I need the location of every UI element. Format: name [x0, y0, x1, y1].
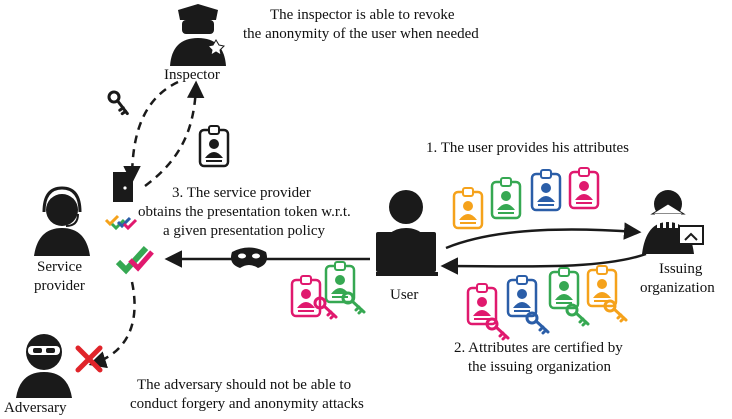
step3-line2: obtains the presentation token w.r.t. — [138, 204, 351, 220]
adversary-arrow — [88, 281, 136, 369]
inspector-revoke-arrow — [123, 80, 179, 184]
step2-line2: the issuing organization — [468, 359, 612, 375]
headset-agent-icon — [34, 186, 90, 256]
step1-label: 1. The user provides his attributes — [426, 140, 630, 156]
service-provider-label-line1: Service — [37, 259, 82, 275]
adversary-label: Adversary — [4, 400, 67, 416]
user-label: User — [390, 287, 419, 303]
door-icon — [113, 172, 133, 202]
inspector-label: Inspector — [164, 67, 220, 83]
step3-line3: a given presentation policy — [163, 223, 326, 239]
id-card-icon — [198, 124, 230, 168]
attributes-to-issuer-arrow — [445, 222, 642, 250]
government-building-icon — [642, 190, 704, 254]
checkmark-icon — [104, 214, 154, 275]
service-provider-label-line2: provider — [34, 278, 85, 294]
issuer-label-line2: organization — [640, 280, 715, 296]
key-icon — [104, 89, 133, 117]
cross-icon — [75, 345, 103, 373]
issuer-label-line1: Issuing — [659, 261, 703, 277]
presentation-cards — [290, 260, 366, 320]
mask-icon — [231, 247, 267, 268]
inspector-note-line2: the anonymity of the user when needed — [243, 26, 479, 42]
inspector-note-line1: The inspector is able to revoke — [270, 7, 455, 23]
hacker-icon — [16, 334, 72, 398]
attribute-cards-lower — [466, 264, 628, 341]
attribute-cards-upper — [452, 166, 600, 230]
step3-line1: 3. The service provider — [172, 185, 311, 201]
adversary-note-line1: The adversary should not be able to — [137, 377, 352, 393]
police-officer-icon — [170, 4, 226, 66]
step2-line1: 2. Attributes are certified by — [454, 340, 623, 356]
user-laptop-icon — [376, 190, 438, 276]
provider-to-inspector-arrow — [144, 80, 205, 188]
certified-to-user-arrow — [440, 252, 647, 275]
adversary-note-line2: conduct forgery and anonymity attacks — [130, 396, 364, 412]
